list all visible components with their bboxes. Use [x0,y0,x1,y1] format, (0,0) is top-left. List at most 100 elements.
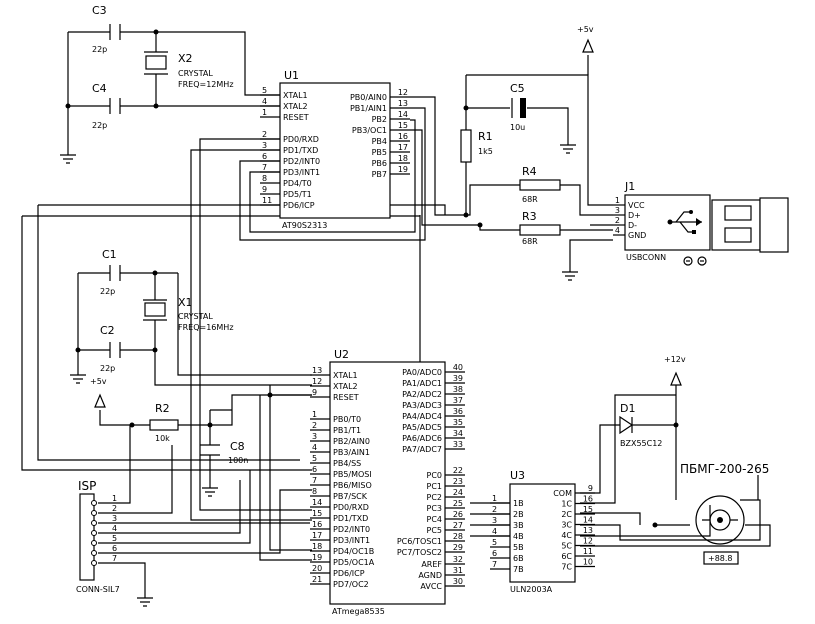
ic-u2: U2 ATmega8535 13XTAL112XTAL29RESET1PB0/T… [310,348,465,616]
pin-number: 2 [112,504,117,513]
pin-name: 3C [561,521,572,530]
pin-name: 1C [561,500,572,509]
pin-name: PD4/T0 [283,179,312,188]
pin-name: AGND [418,571,442,580]
pin-number: 3 [312,432,317,441]
c4-value: 22p [92,121,107,130]
pin-name: PB7 [372,170,387,179]
ground-symbol [70,374,86,384]
pin-name: D+ [628,211,641,220]
ground-symbol [137,597,153,607]
pin-name: PD1/TXD [283,146,318,155]
c1-ref: C1 [102,248,117,261]
c5-ref: C5 [510,82,525,95]
pin-number: 16 [398,132,408,141]
stepper-motor: ПБМГ-200-265 +88.8 [680,462,769,565]
vcc-arrow-top: +5v [577,25,594,53]
ground-symbol [562,271,578,281]
pin-name: 4C [561,531,572,540]
pin-number: 14 [583,516,593,525]
pin-number: 23 [453,477,463,486]
pin-number: 1 [312,410,317,419]
pin-name: PC3 [427,504,443,513]
pin-name: PB2/AIN0 [333,437,370,446]
pin-name: COM [553,489,572,498]
c8-value: 100n [228,456,248,465]
pin-number: 10 [583,558,593,567]
usb-plug-icon [711,197,789,253]
pin-dot [91,530,97,536]
ground-symbol [202,487,218,497]
crystal-x1: X1 CRYSTAL FREQ=16MHz [143,296,234,332]
pin-number: 19 [398,165,408,174]
pin-number: 13 [583,526,593,535]
c2-ref: C2 [100,324,115,337]
c4-ref: C4 [92,82,107,95]
pin-name: PA7/ADC7 [402,445,442,454]
pin-number: 38 [453,385,463,394]
pin-number: 6 [312,465,317,474]
pin-number: 39 [453,374,463,383]
pin-number: 3 [262,141,267,150]
u3-ref: U3 [510,469,525,482]
resistor-r3: R3 68R [519,210,561,246]
pin-number: 2 [492,505,497,514]
r3-value: 68R [522,237,538,246]
pin-number: 4 [615,226,620,235]
pin-name: PB0/AIN0 [350,93,387,102]
pin-name: XTAL1 [283,91,308,100]
pin-name: 5B [513,543,524,552]
isp-part: CONN-SIL7 [76,585,120,594]
pin-name: PC6/TOSC1 [397,537,442,546]
u1-part: AT90S2313 [282,221,327,230]
pin-name: PB1/AIN1 [350,104,387,113]
pin-number: 4 [492,527,497,536]
c3-value: 22p [92,45,107,54]
pin-name: 7B [513,565,524,574]
isp-ref: ISP [78,479,96,493]
pin-name: 6B [513,554,524,563]
pin-name: RESET [333,393,359,402]
pin-number: 14 [398,110,408,119]
pin-name: 6C [561,552,572,561]
pin-number: 3 [492,516,497,525]
pin-name: PD3/INT1 [333,536,370,545]
pin-number: 9 [262,185,267,194]
u1-ref: U1 [284,69,299,82]
u2-right-pins: 40PA0/ADC039PA1/ADC138PA2/ADC237PA3/ADC3… [397,363,465,591]
pin-name: XTAL2 [333,382,358,391]
pin-number: 4 [112,524,117,533]
pin-name: AVCC [420,582,442,591]
j1-ref: J1 [624,180,635,193]
r2-value: 10k [155,434,170,443]
motor-readout: +88.8 [708,554,733,563]
pin-number: 4 [312,443,317,452]
pin-name: PD5/OC1A [333,558,375,567]
pin-number: 15 [312,509,322,518]
x2-type: CRYSTAL [178,69,213,78]
pin-number: 12 [398,88,408,97]
pin-name: PA1/ADC1 [402,379,442,388]
x1-ref: X1 [178,296,193,309]
pin-name: PD0/RXD [333,503,369,512]
pin-number: 12 [583,537,593,546]
pin-number: 13 [398,99,408,108]
x2-freq: FREQ=12MHz [178,80,234,89]
c5-value: 10u [510,123,525,132]
u3-part: ULN2003A [510,585,553,594]
pin-number: 36 [453,407,463,416]
pin-number: 21 [312,575,322,584]
c1-value: 22p [100,287,115,296]
pin-name: D- [628,221,637,230]
pin-number: 5 [492,538,497,547]
c3-ref: C3 [92,4,107,17]
crystal-x2: X2 CRYSTAL FREQ=12MHz [144,51,234,89]
pin-number: 28 [453,532,463,541]
pin-number: 7 [112,554,117,563]
pin-dot [91,550,97,556]
pin-number: 14 [312,498,322,507]
x1-type: CRYSTAL [178,312,213,321]
pin-name: 5C [561,542,572,551]
minus-icon [683,256,707,266]
